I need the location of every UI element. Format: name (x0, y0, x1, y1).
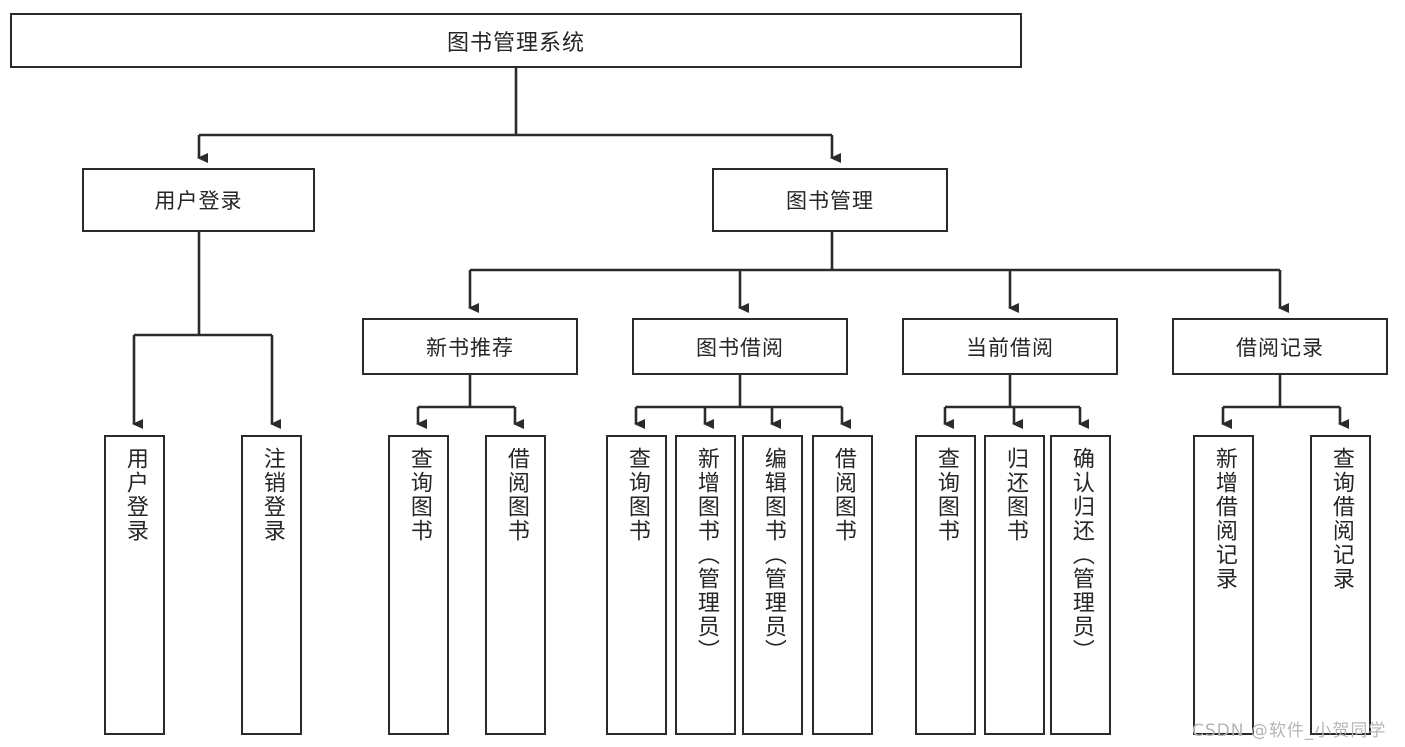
leaf-label: 借阅图书 (503, 447, 529, 543)
node-label: 图书管理 (786, 189, 874, 213)
leaf-label: 查询图书 (933, 447, 959, 543)
leaf-new-book-query[interactable]: 查询图书 (388, 435, 449, 735)
node-user-login[interactable]: 用户登录 (82, 168, 315, 232)
leaf-user-login-signout[interactable]: 注销登录 (241, 435, 302, 735)
leaf-current-confirm-return-admin[interactable]: 确认归还（管理员） (1050, 435, 1111, 735)
node-new-book-recommend[interactable]: 新书推荐 (362, 318, 578, 375)
leaf-borrow-add-book-admin[interactable]: 新增图书（管理员） (675, 435, 736, 735)
node-label: 图书管理系统 (446, 30, 585, 56)
leaf-label: 用户登录 (122, 447, 148, 543)
leaf-records-query-record[interactable]: 查询借阅记录 (1310, 435, 1371, 735)
leaf-current-return-book[interactable]: 归还图书 (984, 435, 1045, 735)
leaf-label: 借阅图书 (830, 447, 856, 543)
leaf-label: 确认归还（管理员） (1068, 447, 1094, 663)
node-label: 新书推荐 (426, 335, 514, 360)
leaf-user-login-signin[interactable]: 用户登录 (104, 435, 165, 735)
node-label: 用户登录 (154, 189, 243, 213)
node-book-borrow[interactable]: 图书借阅 (632, 318, 848, 375)
node-label: 借阅记录 (1236, 335, 1324, 360)
node-label: 当前借阅 (966, 335, 1054, 360)
node-book-management[interactable]: 图书管理 (712, 168, 948, 232)
node-current-borrow[interactable]: 当前借阅 (902, 318, 1118, 375)
leaf-label: 查询图书 (624, 447, 650, 543)
leaf-records-add-record[interactable]: 新增借阅记录 (1193, 435, 1254, 735)
leaf-borrow-query-book[interactable]: 查询图书 (606, 435, 667, 735)
node-borrow-records[interactable]: 借阅记录 (1172, 318, 1388, 375)
node-root-system[interactable]: 图书管理系统 (10, 13, 1022, 68)
leaf-borrow-edit-book-admin[interactable]: 编辑图书（管理员） (742, 435, 803, 735)
node-label: 图书借阅 (696, 335, 784, 360)
leaf-borrow-borrow-book[interactable]: 借阅图书 (812, 435, 873, 735)
leaf-label: 归还图书 (1002, 447, 1028, 543)
leaf-label: 编辑图书（管理员） (760, 447, 786, 663)
leaf-current-query-book[interactable]: 查询图书 (915, 435, 976, 735)
leaf-label: 新增借阅记录 (1211, 447, 1237, 591)
leaf-label: 查询借阅记录 (1328, 447, 1354, 591)
leaf-label: 注销登录 (259, 447, 285, 543)
leaf-new-book-borrow[interactable]: 借阅图书 (485, 435, 546, 735)
leaf-label: 新增图书（管理员） (693, 447, 719, 663)
leaf-label: 查询图书 (406, 447, 432, 543)
